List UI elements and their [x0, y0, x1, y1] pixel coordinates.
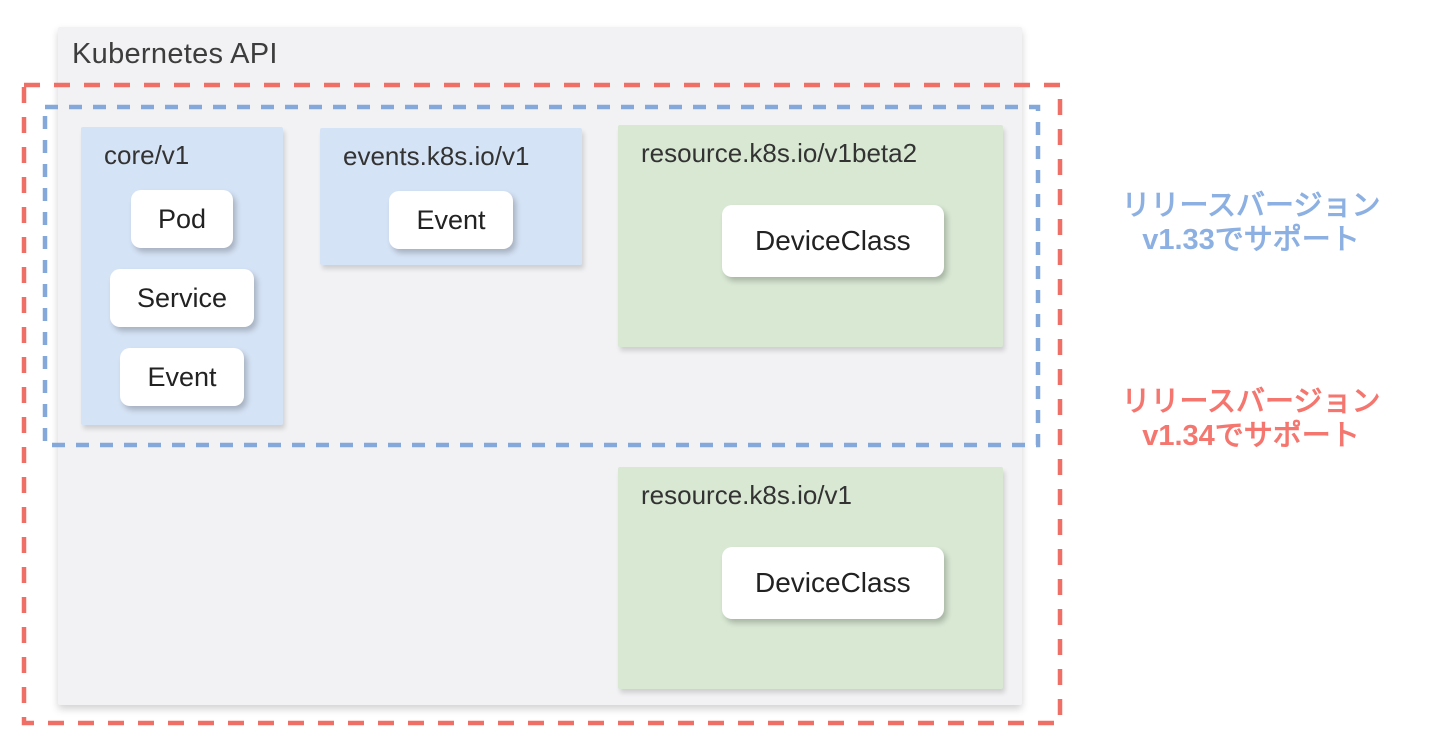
legend-v133-line2: v1.33でサポート [1142, 224, 1360, 256]
group-core-v1-label: core/v1 [104, 140, 190, 170]
resource-pill-event: Event [120, 348, 244, 406]
group-resource-k8s-io-v1-label: resource.k8s.io/v1 [641, 480, 852, 510]
resource-pill-deviceclass: DeviceClass [722, 205, 944, 277]
legend-v133-line1: リリースバージョン [1121, 190, 1381, 222]
resource-pill-event: Event [389, 191, 513, 249]
resource-pill-deviceclass: DeviceClass [722, 547, 944, 619]
group-resource-k8s-io-v1beta2: resource.k8s.io/v1beta2 DeviceClass [618, 125, 1003, 347]
legend-v134-line2: v1.34でサポート [1142, 420, 1360, 452]
resource-pill-service: Service [109, 269, 255, 327]
legend-v134-line1: リリースバージョン [1121, 386, 1381, 418]
group-resource-k8s-io-v1beta2-label: resource.k8s.io/v1beta2 [641, 138, 918, 168]
group-events-k8s-io-v1-label: events.k8s.io/v1 [343, 141, 530, 171]
group-resource-k8s-io-v1: resource.k8s.io/v1 DeviceClass [618, 467, 1003, 689]
group-core-v1-resources: Pod Service Event [81, 190, 283, 406]
resource-pill-pod: Pod [130, 190, 234, 248]
group-events-k8s-io-v1: events.k8s.io/v1 Event [320, 128, 582, 265]
group-core-v1: core/v1 Pod Service Event [81, 127, 283, 425]
legend-v134-supported: リリースバージョン v1.34でサポート [1084, 385, 1418, 453]
panel-title: Kubernetes API [72, 38, 278, 70]
legend-v133-supported: リリースバージョン v1.33でサポート [1084, 189, 1418, 257]
